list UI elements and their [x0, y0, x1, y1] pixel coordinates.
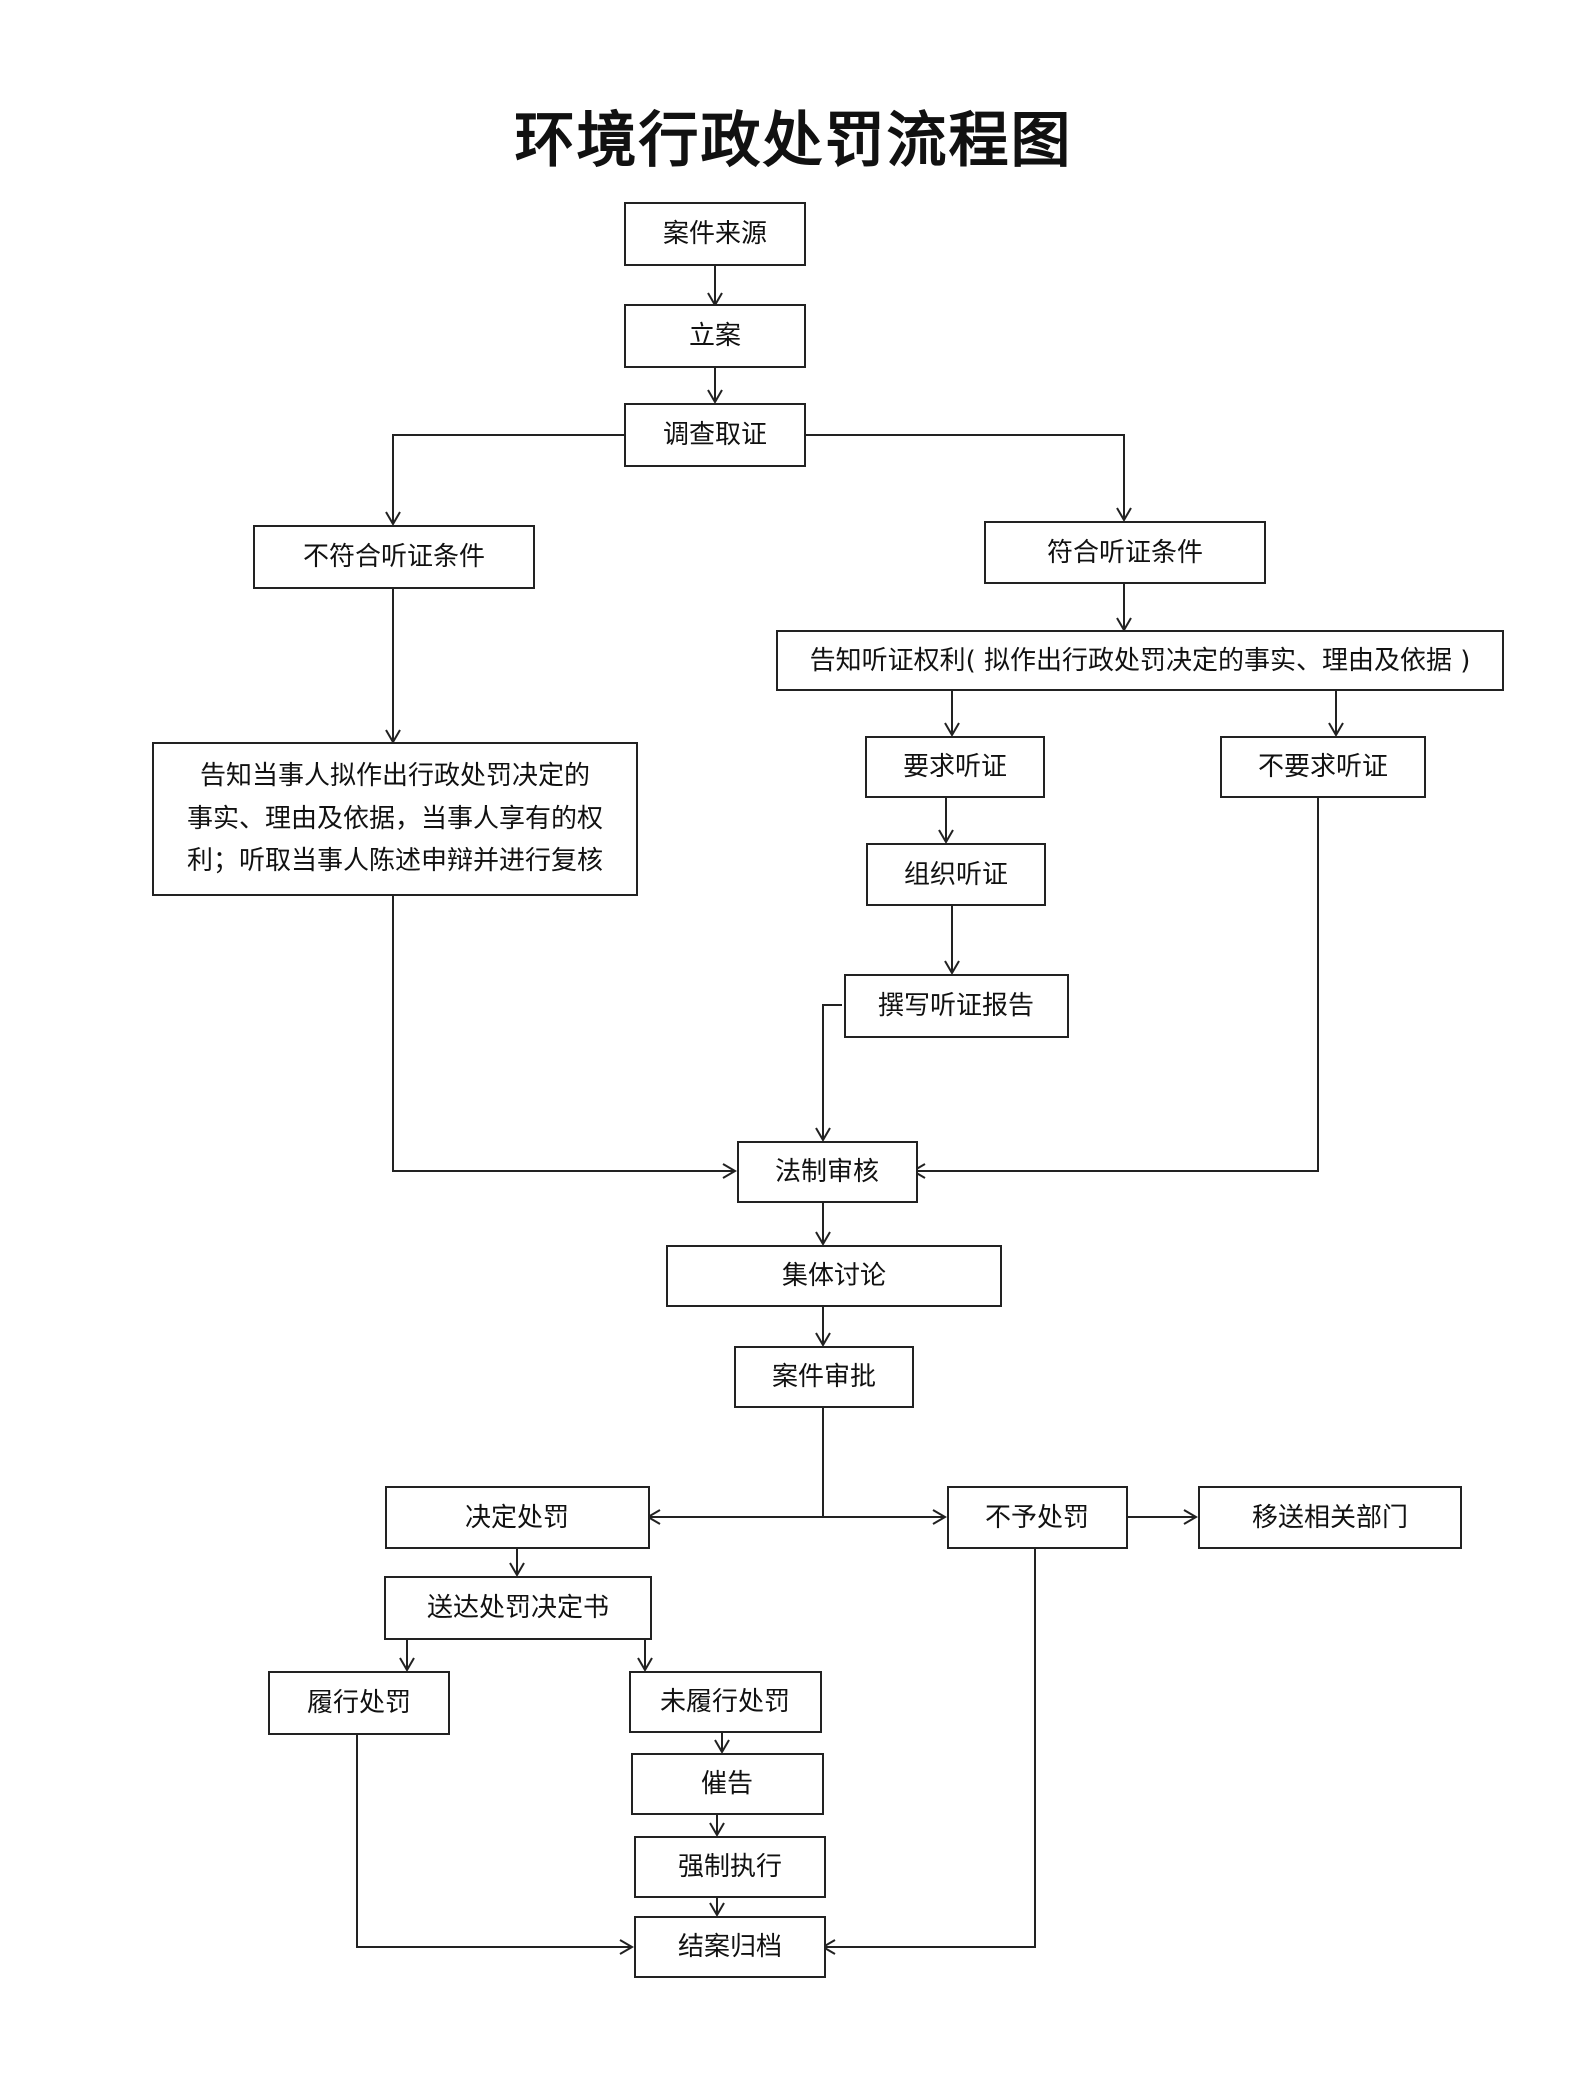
node-case-approval-label: 案件审批	[772, 1362, 876, 1392]
edge-no-request-legal-review	[911, 797, 1319, 1179]
node-request-hearing: 要求听证	[865, 736, 1045, 798]
node-no-request-label: 不要求听证	[1258, 752, 1388, 782]
node-register-label: 立案	[689, 321, 741, 351]
node-group-discussion-label: 集体讨论	[782, 1261, 886, 1291]
node-no-penalty-label: 不予处罚	[985, 1503, 1089, 1533]
node-notify-party: 告知当事人拟作出行政处罚决定的 事实、理由及依据，当事人享有的权 利；听取当事人…	[152, 742, 638, 896]
node-case-approval: 案件审批	[734, 1346, 914, 1408]
node-source: 案件来源	[624, 202, 806, 266]
edge-notify-party-legal-review	[392, 895, 737, 1179]
node-notify-party-line-2: 事实、理由及依据，当事人享有的权	[187, 804, 603, 834]
node-no-penalty: 不予处罚	[947, 1486, 1128, 1549]
node-deliver: 送达处罚决定书	[384, 1576, 652, 1640]
node-enforce-label: 强制执行	[678, 1852, 782, 1882]
node-close: 结案归档	[634, 1916, 826, 1978]
node-organize-hearing: 组织听证	[866, 843, 1046, 906]
node-not-fulfill-label: 未履行处罚	[660, 1687, 790, 1717]
page-title: 环境行政处罚流程图	[514, 106, 1073, 176]
node-request-hearing-label: 要求听证	[903, 752, 1007, 782]
node-notify-rights-label: 告知听证权利( 拟作出行政处罚决定的事实、理由及依据 )	[810, 646, 1471, 676]
node-urge: 催告	[631, 1753, 824, 1815]
node-deliver-label: 送达处罚决定书	[427, 1593, 609, 1623]
edge-report-legal-review	[815, 1004, 842, 1142]
node-not-hearing-label: 不符合听证条件	[303, 542, 485, 572]
edge-fulfill-close	[356, 1734, 634, 1955]
node-legal-review: 法制审核	[737, 1141, 918, 1203]
node-write-report-label: 撰写听证报告	[878, 991, 1034, 1021]
edge-no-penalty-close	[821, 1548, 1036, 1955]
edge-investigate-hearing	[805, 434, 1132, 522]
node-source-label: 案件来源	[663, 219, 767, 249]
node-notify-party-line-1: 告知当事人拟作出行政处罚决定的	[200, 761, 590, 791]
node-not-fulfill: 未履行处罚	[629, 1671, 822, 1733]
node-not-hearing: 不符合听证条件	[253, 525, 535, 589]
node-fulfill: 履行处罚	[268, 1671, 450, 1735]
node-hearing-label: 符合听证条件	[1047, 538, 1203, 568]
node-investigate: 调查取证	[624, 403, 806, 467]
node-no-request: 不要求听证	[1220, 736, 1426, 798]
node-decide-penalty-label: 决定处罚	[465, 1503, 569, 1533]
node-enforce: 强制执行	[634, 1836, 826, 1898]
edge-investigate-not-hearing	[385, 434, 625, 526]
node-register: 立案	[624, 304, 806, 368]
node-hearing: 符合听证条件	[984, 521, 1266, 584]
node-transfer: 移送相关部门	[1198, 1486, 1462, 1549]
connectors	[356, 265, 1344, 1955]
node-urge-label: 催告	[701, 1769, 753, 1799]
node-fulfill-label: 履行处罚	[307, 1688, 411, 1718]
node-notify-party-line-3: 利；听取当事人陈述申辩并进行复核	[187, 846, 603, 876]
node-close-label: 结案归档	[678, 1932, 782, 1962]
node-investigate-label: 调查取证	[663, 420, 767, 450]
node-notify-rights: 告知听证权利( 拟作出行政处罚决定的事实、理由及依据 )	[776, 630, 1504, 691]
node-legal-review-label: 法制审核	[775, 1157, 879, 1187]
node-group-discussion: 集体讨论	[666, 1245, 1002, 1307]
node-decide-penalty: 决定处罚	[385, 1486, 650, 1549]
edge-approval-decide	[646, 1407, 824, 1525]
node-organize-hearing-label: 组织听证	[904, 860, 1008, 890]
node-transfer-label: 移送相关部门	[1252, 1503, 1408, 1533]
node-write-report: 撰写听证报告	[844, 974, 1069, 1038]
